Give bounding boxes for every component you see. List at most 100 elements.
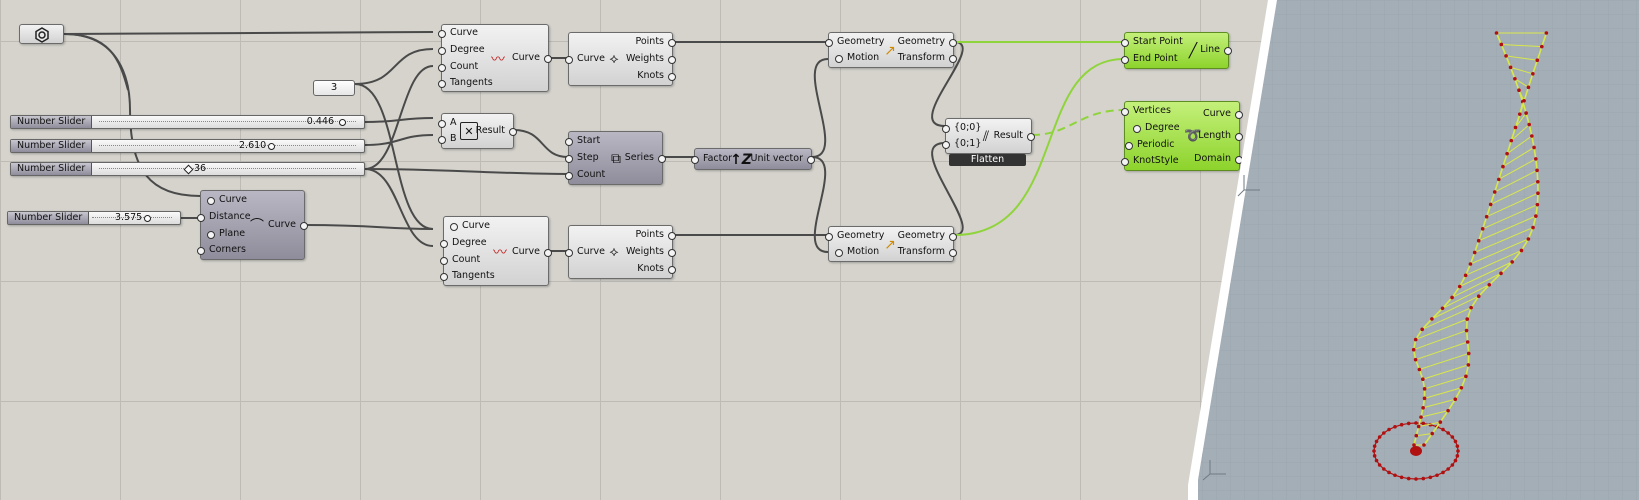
rhino-viewport[interactable] bbox=[1188, 0, 1639, 500]
input-factor[interactable]: Factor bbox=[690, 153, 733, 164]
rail-point bbox=[1438, 420, 1443, 424]
series-component[interactable]: Start Step Count ⧉ Series bbox=[564, 131, 667, 185]
input-start-point[interactable]: Start Point bbox=[1121, 36, 1183, 47]
output-points[interactable]: Points bbox=[635, 36, 676, 47]
number-panel[interactable]: 3 bbox=[313, 80, 355, 96]
rail-point bbox=[1466, 351, 1471, 356]
wire bbox=[354, 83, 434, 230]
output-length[interactable]: Length bbox=[1198, 130, 1243, 141]
output-curve[interactable]: Curve bbox=[511, 246, 553, 257]
input-b[interactable]: B bbox=[438, 133, 457, 144]
rail-point bbox=[1494, 31, 1499, 35]
input-curve[interactable]: Curve bbox=[564, 246, 606, 257]
input-curve[interactable]: Curve bbox=[564, 53, 606, 64]
input-branch-0-0[interactable]: {0;0} bbox=[941, 122, 982, 133]
output-weights[interactable]: Weights bbox=[625, 246, 677, 257]
input-motion[interactable]: Motion bbox=[834, 246, 880, 257]
input-curve[interactable]: Curve bbox=[206, 194, 248, 205]
rail-point bbox=[1422, 443, 1426, 447]
input-vertices[interactable]: Vertices bbox=[1121, 105, 1171, 116]
input-distance[interactable]: Distance bbox=[197, 211, 251, 222]
move-component-bottom[interactable]: Geometry Motion ↗ Geometry Transform bbox=[824, 226, 958, 262]
input-corners[interactable]: Corners bbox=[197, 244, 246, 255]
curve-icon: 〰 bbox=[493, 245, 507, 261]
base-circle-point bbox=[1377, 435, 1382, 439]
input-start[interactable]: Start bbox=[564, 135, 601, 146]
merge-component[interactable]: {0;0} {0;1} ⫽ Result bbox=[941, 118, 1036, 154]
input-end-point[interactable]: End Point bbox=[1121, 53, 1178, 64]
offset-curve-component[interactable]: Curve Distance Plane Corners ⌒ Curve bbox=[197, 190, 309, 260]
polyline-curve-component[interactable]: Vertices Degree Periodic KnotStyle ➰ Cur… bbox=[1121, 101, 1244, 171]
input-a[interactable]: A bbox=[438, 117, 457, 128]
output-geometry[interactable]: Geometry bbox=[897, 230, 958, 241]
input-plane[interactable]: Plane bbox=[206, 228, 246, 239]
output-curve[interactable]: Curve bbox=[267, 219, 309, 230]
geometry-param[interactable] bbox=[19, 24, 64, 44]
control-points-icon: ⟡ bbox=[609, 51, 619, 67]
input-geometry[interactable]: Geometry bbox=[824, 230, 885, 241]
input-curve[interactable]: Curve bbox=[449, 220, 491, 231]
rail-point bbox=[1468, 262, 1473, 266]
output-transform[interactable]: Transform bbox=[897, 246, 958, 257]
interpolate-curve-component-top[interactable]: Curve Degree Count Tangents 〰 Curve bbox=[437, 24, 553, 92]
rail-point bbox=[1508, 65, 1513, 70]
input-tangents[interactable]: Tangents bbox=[440, 270, 495, 281]
input-count[interactable]: Count bbox=[437, 61, 479, 72]
input-degree[interactable]: Degree bbox=[438, 44, 485, 55]
number-slider-4[interactable]: Number Slider 3.575 bbox=[7, 211, 181, 225]
number-slider-2[interactable]: Number Slider 2.610 bbox=[10, 139, 365, 153]
slider-knob[interactable] bbox=[183, 164, 194, 175]
output-curve[interactable]: Curve bbox=[511, 52, 553, 63]
output-result[interactable]: Result bbox=[475, 125, 518, 136]
rail-point bbox=[1497, 177, 1501, 182]
number-slider-1[interactable]: Number Slider 0.446 bbox=[10, 115, 365, 129]
rail-point bbox=[1453, 397, 1458, 402]
output-points[interactable]: Points bbox=[635, 229, 676, 240]
input-degree[interactable]: Degree bbox=[1133, 122, 1180, 133]
input-count[interactable]: Count bbox=[564, 169, 606, 180]
input-geometry[interactable]: Geometry bbox=[824, 36, 885, 47]
input-degree[interactable]: Degree bbox=[440, 237, 487, 248]
output-result[interactable]: Result bbox=[993, 130, 1036, 141]
input-step[interactable]: Step bbox=[565, 152, 599, 163]
unit-z-component[interactable]: Factor ↑Z Unit vector bbox=[690, 148, 815, 170]
interpolate-curve-component-bottom[interactable]: Curve Degree Count Tangents 〰 Curve bbox=[439, 216, 553, 286]
rail-point bbox=[1414, 433, 1419, 438]
input-curve[interactable]: Curve bbox=[437, 27, 479, 38]
output-line[interactable]: Line bbox=[1200, 44, 1232, 55]
input-motion[interactable]: Motion bbox=[834, 52, 880, 63]
line-component[interactable]: Start Point End Point ╱ Line bbox=[1121, 32, 1232, 69]
input-branch-0-1[interactable]: {0;1} bbox=[941, 138, 982, 149]
output-knots[interactable]: Knots bbox=[637, 263, 676, 274]
rung-line bbox=[1506, 135, 1533, 155]
input-periodic[interactable]: Periodic bbox=[1125, 139, 1175, 150]
rail-point bbox=[1472, 250, 1477, 255]
input-count[interactable]: Count bbox=[439, 254, 481, 265]
control-points-component-top[interactable]: Curve ⟡ Points Weights Knots bbox=[564, 32, 677, 86]
output-series[interactable]: Series bbox=[624, 152, 667, 163]
output-transform[interactable]: Transform bbox=[897, 52, 958, 63]
slider-knob[interactable] bbox=[268, 143, 275, 150]
number-slider-3[interactable]: Number Slider 36 bbox=[10, 162, 365, 176]
slider-knob[interactable] bbox=[144, 215, 151, 222]
control-points-component-bottom[interactable]: Curve ⟡ Points Weights Knots bbox=[564, 225, 677, 279]
rung-line bbox=[1422, 398, 1456, 409]
input-tangents[interactable]: Tangents bbox=[438, 77, 493, 88]
base-circle-point bbox=[1455, 454, 1460, 458]
multiply-component[interactable]: A B ✕ Result bbox=[438, 113, 518, 149]
rail-point bbox=[1505, 151, 1509, 156]
slider-knob[interactable] bbox=[339, 119, 346, 126]
output-geometry[interactable]: Geometry bbox=[897, 36, 958, 47]
output-unit-vector[interactable]: Unit vector bbox=[750, 153, 815, 164]
wire bbox=[364, 168, 434, 247]
output-weights[interactable]: Weights bbox=[625, 53, 677, 64]
axis-gizmo bbox=[1202, 175, 1260, 481]
input-knotstyle[interactable]: KnotStyle bbox=[1121, 155, 1179, 166]
output-curve[interactable]: Curve bbox=[1202, 108, 1244, 119]
base-circle-point bbox=[1450, 463, 1455, 467]
output-knots[interactable]: Knots bbox=[637, 70, 676, 81]
rail-point bbox=[1487, 282, 1492, 287]
rail-point bbox=[1484, 214, 1489, 219]
base-circle-point bbox=[1374, 439, 1379, 444]
move-component-top[interactable]: Geometry Motion ↗ Geometry Transform bbox=[824, 32, 958, 68]
